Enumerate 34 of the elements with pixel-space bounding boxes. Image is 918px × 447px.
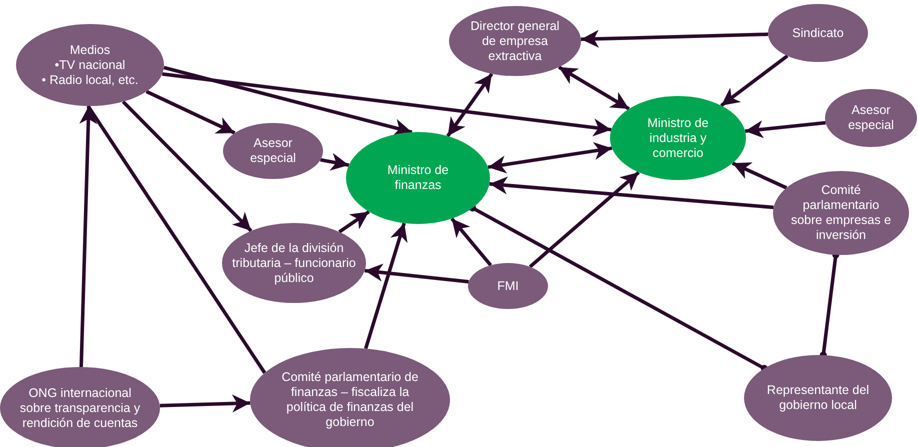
node-label: •TV nacional [54, 58, 126, 72]
node-label: ONG internacional sobre transparencia y rendición de cuentas [18, 386, 142, 430]
arrow [146, 90, 236, 135]
arrow [162, 72, 612, 136]
arrow [364, 222, 408, 350]
arrow [163, 66, 412, 136]
arrow [446, 72, 494, 138]
arrow [580, 30, 768, 48]
arrow [720, 54, 788, 107]
arrow [160, 394, 250, 413]
node-label: Jefe de la división tributaria – funcionario público [231, 240, 357, 286]
arrow [320, 152, 350, 171]
node-label: Director general de empresa extractiva [470, 18, 560, 64]
node-label: Ministro de finanzas [386, 163, 450, 193]
arrow [558, 66, 630, 110]
arrow [79, 106, 98, 368]
arrow [744, 120, 826, 138]
node-label: Ministro de industria y comercio [646, 116, 710, 160]
node-label: Representante del gobierno local [766, 383, 870, 413]
node-label: Asesor especial [847, 103, 895, 133]
arrow [450, 217, 492, 266]
arrow [488, 142, 612, 174]
node-label: Sindicato [792, 26, 844, 40]
node-label: Asesor especial [249, 136, 297, 166]
node-label: • Radio local, etc. [42, 72, 138, 88]
arrow [338, 210, 370, 234]
arrow [364, 264, 469, 284]
arrow [122, 100, 252, 232]
node-label: Comité parlamentario sobre empresas e inversión [790, 183, 892, 243]
node-label: FMI [497, 278, 519, 294]
node-label: Comité parlamentario de finanzas – fiscaliza la política de finanzas del gobierno [280, 370, 420, 430]
arrow [489, 176, 774, 210]
arrow [732, 162, 788, 190]
node-label: Medios [70, 42, 110, 58]
